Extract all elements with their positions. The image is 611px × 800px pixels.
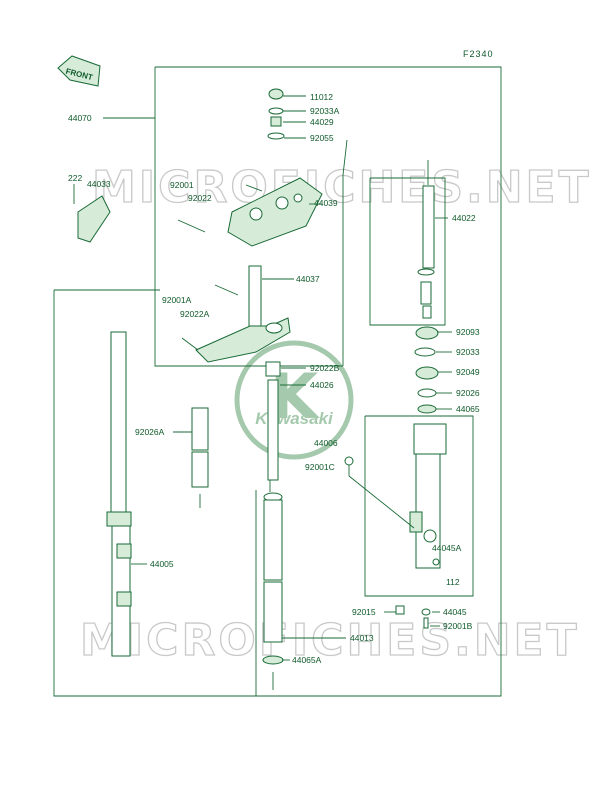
spacers-left [173, 407, 209, 508]
inner-tube-left [106, 331, 147, 657]
watermark-top: MICROFICHES.NET [91, 161, 592, 213]
callout-44022: 44022 [452, 213, 476, 223]
callout-11012: 11012 [310, 92, 333, 102]
callout-44006: 44006 [314, 438, 338, 448]
callout-92001c: 92001C [305, 462, 335, 472]
watermark-bottom: MICROFICHES.NET [79, 614, 580, 666]
watermark-text-bottom: MICROFICHES.NET [80, 615, 580, 666]
callout-labels: 11012 92033A 44029 92055 44070 222 44033… [68, 92, 480, 665]
figure-code: F2340 [463, 49, 494, 59]
small-bracket [73, 184, 111, 243]
callout-44026: 44026 [310, 380, 334, 390]
callout-44065: 44065 [456, 404, 480, 414]
front-arrow-icon: FRONT [57, 55, 101, 87]
callout-92033a: 92033A [310, 106, 340, 116]
callout-112: 112 [446, 577, 460, 587]
callout-92093: 92093 [456, 327, 480, 337]
outer-tube-center [262, 492, 346, 690]
callout-44045a: 44045A [432, 543, 462, 553]
callout-222: 222 [68, 173, 82, 183]
logo-text: Kawasaki [255, 409, 334, 428]
watermark-text-top: MICROFICHES.NET [92, 162, 592, 213]
callout-44039: 44039 [314, 198, 338, 208]
callout-44005: 44005 [150, 559, 174, 569]
callout-44065a: 44065A [292, 655, 322, 665]
callout-92026a: 92026A [135, 427, 165, 437]
callout-92001: 92001 [170, 180, 194, 190]
callout-44029: 44029 [310, 117, 334, 127]
steering-stem [181, 265, 294, 363]
outer-tube-right [344, 423, 447, 629]
spring-center [265, 361, 306, 492]
callout-44013: 44013 [350, 633, 374, 643]
callout-44070: 44070 [68, 113, 92, 123]
damper-rod [417, 160, 448, 319]
callout-44033: 44033 [87, 179, 111, 189]
upper-bracket [177, 177, 323, 247]
cap-stack [267, 88, 306, 140]
callout-92022b: 92022B [310, 363, 340, 373]
callout-92022: 92022 [188, 193, 212, 203]
callout-92033: 92033 [456, 347, 480, 357]
callout-92049: 92049 [456, 367, 480, 377]
callout-44037: 44037 [296, 274, 320, 284]
callout-92022a: 92022A [180, 309, 210, 319]
callout-92001a: 92001A [162, 295, 192, 305]
seal-stack [414, 326, 452, 414]
callout-92015: 92015 [352, 607, 376, 617]
callout-44045: 44045 [443, 607, 467, 617]
callout-92055: 92055 [310, 133, 334, 143]
callout-92026: 92026 [456, 388, 480, 398]
callout-92001b: 92001B [443, 621, 473, 631]
